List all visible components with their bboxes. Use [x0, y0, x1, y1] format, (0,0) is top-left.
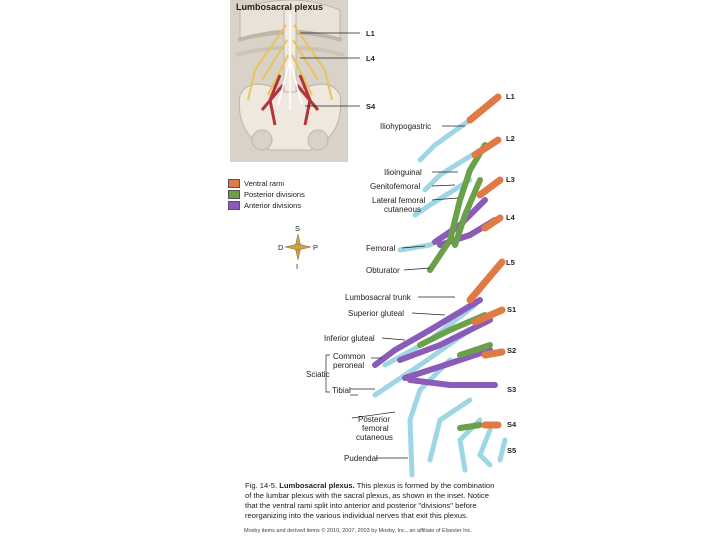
segment-s4: S4	[507, 420, 517, 429]
segment-l1: L1	[506, 92, 515, 101]
label-inferior-gluteal: Inferior gluteal	[324, 334, 375, 343]
copyright-credit: Mosby items and derived items © 2010, 20…	[244, 528, 472, 534]
inset-label-l1: L1	[366, 29, 375, 38]
label-common-peroneal: Common	[333, 352, 366, 361]
caption-text-1: This plexus is formed by the combination	[356, 481, 495, 490]
segment-l2: L2	[506, 134, 515, 143]
inset-label-l4: L4	[366, 54, 375, 63]
label-obturator: Obturator	[366, 266, 400, 275]
caption-line-2: of the lumbar plexus with the sacral ple…	[245, 491, 489, 500]
segment-s2: S2	[507, 346, 517, 355]
label-tibial: Tibial	[332, 386, 351, 395]
segment-l4: L4	[506, 213, 515, 222]
segment-s5: S5	[507, 446, 517, 455]
label-pudendal: Pudendal	[344, 454, 378, 463]
compass-s: S	[295, 224, 301, 233]
label-posterior-femoral: Posterior	[358, 415, 391, 424]
label-superior-gluteal: Superior gluteal	[348, 309, 405, 318]
label-lumbosacral-trunk: Lumbosacral trunk	[345, 293, 411, 302]
label-iliohypogastric: Iliohypogastric	[380, 122, 432, 131]
segment-l5: L5	[506, 258, 515, 267]
label-common-peroneal-2: peroneal	[333, 361, 365, 370]
legend-item-posterior: Posterior divisions	[228, 189, 305, 200]
caption-line-1: Fig. 14-5. Lumbosacral plexus. This plex…	[245, 481, 715, 491]
legend-label: Anterior divisions	[244, 201, 302, 210]
caption-fig: Fig. 14-5.	[245, 481, 278, 490]
legend-swatch-anterior	[228, 201, 240, 210]
label-lateral-femoral: Lateral femoral	[372, 196, 426, 205]
label-sciatic: Sciatic	[306, 370, 330, 379]
label-genitofemoral: Genitofemoral	[370, 182, 421, 191]
label-posterior-femoral-3: cutaneous	[356, 433, 393, 442]
compass-d: D	[278, 243, 284, 252]
figure-caption: Fig. 14-5. Lumbosacral plexus. This plex…	[245, 481, 715, 521]
legend-item-anterior: Anterior divisions	[228, 200, 305, 211]
legend-label: Ventral rami	[244, 179, 285, 188]
label-femoral: Femoral	[366, 244, 396, 253]
legend-label: Posterior divisions	[244, 190, 305, 199]
label-ilioinguinal: Ilioinguinal	[384, 168, 422, 177]
segment-s1: S1	[507, 305, 517, 314]
segment-s3: S3	[507, 385, 517, 394]
legend-swatch-ventral	[228, 179, 240, 188]
caption-title: Lumbosacral plexus.	[279, 481, 355, 490]
inset-label-s4: S4	[366, 102, 376, 111]
legend: Ventral rami Posterior divisions Anterio…	[228, 178, 305, 211]
compass-p: P	[313, 243, 319, 252]
segment-l3: L3	[506, 175, 515, 184]
legend-swatch-posterior	[228, 190, 240, 199]
label-lateral-femoral-2: cutaneous	[384, 205, 421, 214]
inset-title: Lumbosacral plexus	[236, 2, 324, 12]
label-posterior-femoral-2: femoral	[362, 424, 389, 433]
legend-item-ventral-rami: Ventral rami	[228, 178, 305, 189]
caption-line-3: that the ventral rami split into anterio…	[245, 501, 477, 510]
compass-i: I	[296, 262, 299, 271]
caption-line-4: reorganizing into the various individual…	[245, 511, 468, 520]
